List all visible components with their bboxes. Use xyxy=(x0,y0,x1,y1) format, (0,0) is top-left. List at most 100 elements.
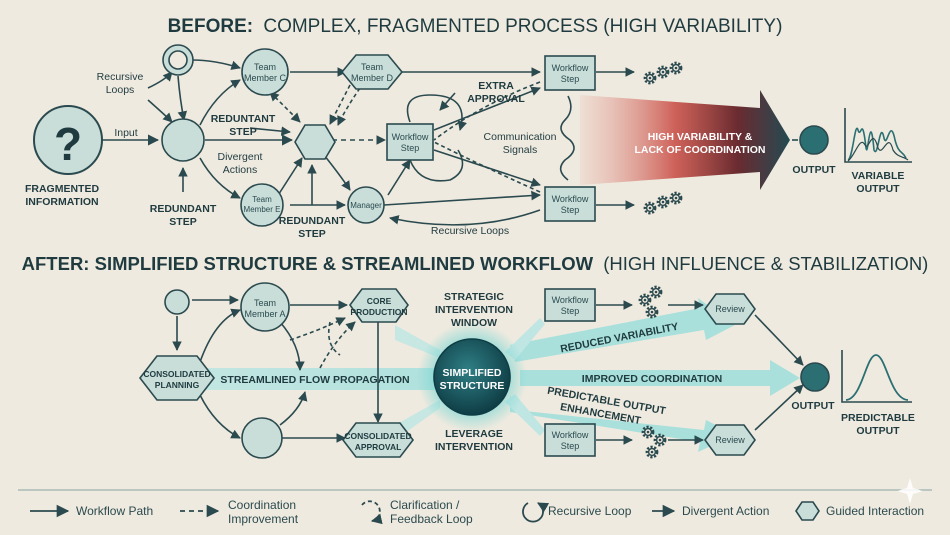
after-small-circle xyxy=(164,289,190,315)
legend-guided-label: Guided Interaction xyxy=(826,504,924,518)
after-workflow-bottom-label-1: Workflow xyxy=(552,430,589,440)
variable-output-curve-a xyxy=(847,127,907,161)
after-workflow-top-label-1: Workflow xyxy=(552,295,589,305)
review-top-label: Review xyxy=(715,304,745,314)
edge-comm-a xyxy=(433,81,541,141)
after-workflow-top-label-2: Step xyxy=(561,306,580,316)
predictable-output-label-2: OUTPUT xyxy=(856,425,900,437)
review-node-top xyxy=(704,293,756,325)
legend-divergent-label: Divergent Action xyxy=(682,504,769,518)
review-bottom-label: Review xyxy=(715,435,745,445)
variable-output-axes xyxy=(844,108,912,163)
edge-c-redundant xyxy=(269,91,301,123)
before-section xyxy=(102,59,635,226)
redundant-a-label-1: REDUNTANT xyxy=(211,113,276,125)
core-production-label-2: PRODUCTION xyxy=(350,307,407,317)
legend-clarification-label-1: Clarification / xyxy=(390,498,460,512)
before-labels: FRAGMENTED INFORMATION Input Recursive L… xyxy=(25,62,904,240)
improved-coordination-label: IMPROVED COORDINATION xyxy=(582,373,722,385)
team-member-c-node xyxy=(241,48,289,96)
edge-review-output-top xyxy=(754,314,804,366)
edge-workflow-top xyxy=(433,86,541,131)
streamlined-flow-label: STREAMLINED FLOW PROPAGATION xyxy=(220,374,409,386)
legend-feedback-loop-icon xyxy=(361,500,383,525)
gear-icon-bottom xyxy=(643,191,683,215)
simplified-structure-label-1: SIMPLIFIED xyxy=(443,367,502,379)
consolidated-approval-label-1: CONSOLIDATED xyxy=(344,431,411,441)
reduced-variability-band xyxy=(510,298,735,362)
redundant-a-label-2: STEP xyxy=(229,126,256,138)
improved-coordination-band xyxy=(520,360,800,396)
simplified-structure-node xyxy=(433,338,511,416)
before-title-bold: BEFORE: xyxy=(168,16,254,37)
team-e-label-2: Member E xyxy=(244,205,281,214)
after-output-node xyxy=(800,362,830,392)
legend-recursive-loop-icon xyxy=(522,502,550,523)
legend-hexagon-icon xyxy=(795,501,820,521)
team-a-label-1: Team xyxy=(254,298,276,308)
after-nodes xyxy=(138,282,830,459)
comm-signals-label-2: Signals xyxy=(503,144,537,156)
redundant-b-label-1: REDUNDANT xyxy=(150,203,217,215)
comm-signals-label-1: Communication xyxy=(484,131,557,143)
edge-d-redundant xyxy=(329,84,351,125)
strategic-label-2: INTERVENTION xyxy=(435,304,513,316)
legend: Workflow Path Coordination Improvement C… xyxy=(30,498,924,526)
after-workflow-step-bottom xyxy=(544,423,596,457)
workflow-bottom-label-2: Step xyxy=(561,205,580,215)
edge-coordination-loop xyxy=(327,321,341,356)
legend-clarification: Clarification / Feedback Loop xyxy=(361,498,473,526)
predictable-output-label-1: PREDICTABLE xyxy=(841,412,915,424)
edge-top-circle-hub xyxy=(177,75,188,121)
extra-approval-label-1: EXTRA xyxy=(478,80,514,92)
legend-recursive: Recursive Loop xyxy=(522,502,632,523)
after-bands xyxy=(190,298,800,452)
strategic-label-3: WINDOW xyxy=(451,317,497,329)
predictable-output-chart xyxy=(841,350,912,403)
team-c-label-1: Team xyxy=(254,62,276,72)
core-production-label-1: CORE xyxy=(367,296,392,306)
legend-workflow-path-label: Workflow Path xyxy=(76,504,153,518)
workflow-top-label-1: Workflow xyxy=(552,63,589,73)
edge-comm-b xyxy=(433,141,541,193)
legend-clarification-label-2: Feedback Loop xyxy=(390,512,473,526)
divergent-label-1: Divergent xyxy=(218,151,263,163)
after-output-label: OUTPUT xyxy=(791,400,835,412)
streamlined-flow-band xyxy=(190,368,435,390)
recursive-loops-label-2: Loops xyxy=(106,84,135,96)
variability-arrow xyxy=(580,90,790,190)
team-a-label-2: Member A xyxy=(244,309,285,319)
redundant-c-label-2: STEP xyxy=(298,228,325,240)
team-member-d-node xyxy=(340,54,404,90)
arrow-extra-approval xyxy=(439,92,456,111)
arrow-redundant-a xyxy=(249,126,291,136)
variability-arrow-text-2: LACK OF COORDINATION xyxy=(634,144,765,156)
manager-label: Manager xyxy=(350,201,382,210)
predictable-output-axes xyxy=(841,350,912,403)
recursive-loops-bottom-label: Recursive Loops xyxy=(431,225,509,237)
before-output-node xyxy=(799,125,829,155)
edge-hub-c xyxy=(199,79,241,126)
fragmented-label-2: INFORMATION xyxy=(25,196,98,208)
edge-d-redundant-b xyxy=(337,87,361,126)
leverage-label-1: LEVERAGE xyxy=(445,428,503,440)
predictable-output-curve xyxy=(845,354,909,401)
before-workflow-step-top xyxy=(544,55,596,91)
wavy-connector xyxy=(559,95,575,181)
consolidated-planning-label-1: CONSOLIDATED xyxy=(143,369,210,379)
edge-review-output-bottom xyxy=(754,384,804,431)
after-workflow-bottom-label-2: Step xyxy=(561,441,580,451)
after-bottom-circle xyxy=(241,417,283,459)
team-c-label-2: Member C xyxy=(244,73,287,83)
core-production-node xyxy=(349,288,409,323)
hub-node xyxy=(161,118,205,162)
fragmented-information-node xyxy=(33,105,103,175)
team-d-label-1: Team xyxy=(361,62,383,72)
review-node-bottom xyxy=(704,424,756,456)
consolidated-planning-node xyxy=(138,355,216,401)
edge-coordination-b xyxy=(319,321,356,369)
loop-workflow-lower xyxy=(409,149,464,182)
variable-output-curve-b xyxy=(847,138,909,162)
fragmented-label-1: FRAGMENTED xyxy=(25,183,99,195)
